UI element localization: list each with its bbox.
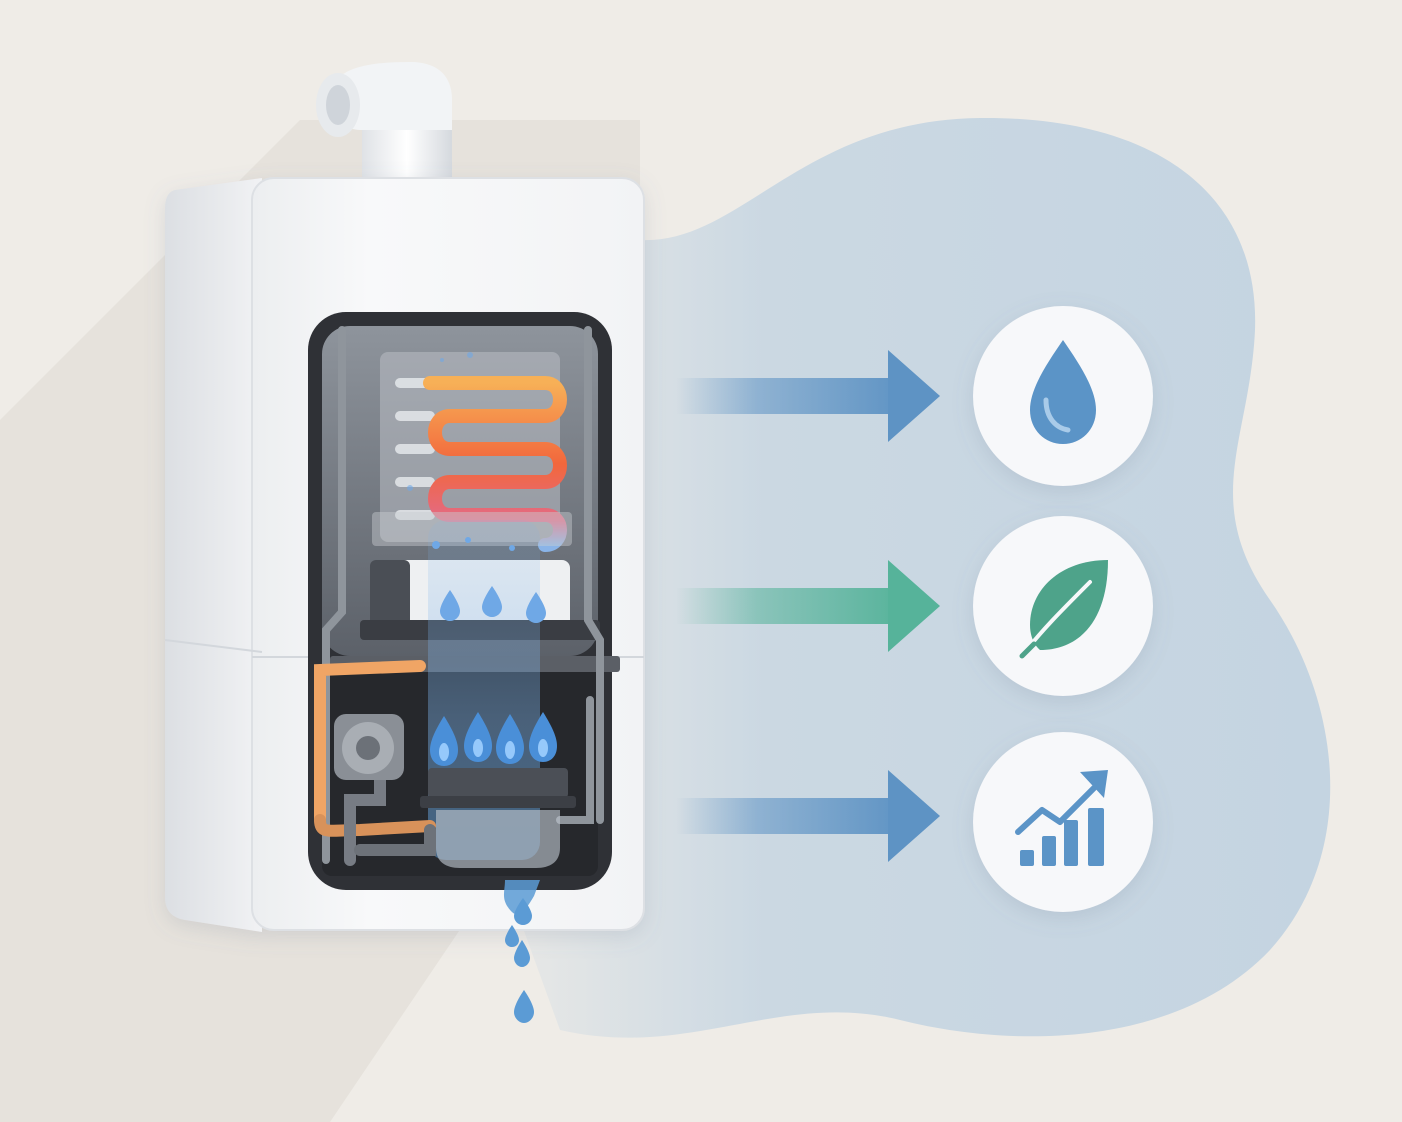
benefit-arrow-eco: [676, 560, 940, 652]
flue-pipe: [316, 62, 452, 192]
circulation-pump: [334, 714, 404, 780]
condensate-drain: [503, 880, 540, 1023]
boiler-cutaway: [308, 312, 620, 890]
condensate-droplets: [407, 352, 546, 623]
gas-burner: [420, 712, 576, 808]
boiler-side-panel: [165, 178, 262, 932]
benefit-arrow-water: [676, 350, 940, 442]
condensate-trap: [436, 810, 560, 868]
hot-water-coil: [423, 376, 567, 552]
heat-exchanger: [372, 352, 572, 552]
leaf-icon: [1019, 560, 1108, 659]
burner-flames: [430, 712, 557, 766]
water-vapour-column: [428, 520, 540, 860]
benefit-arrow-savings: [676, 770, 940, 862]
water-drop-icon: [1030, 340, 1096, 444]
growth-chart-icon: [1015, 770, 1108, 866]
